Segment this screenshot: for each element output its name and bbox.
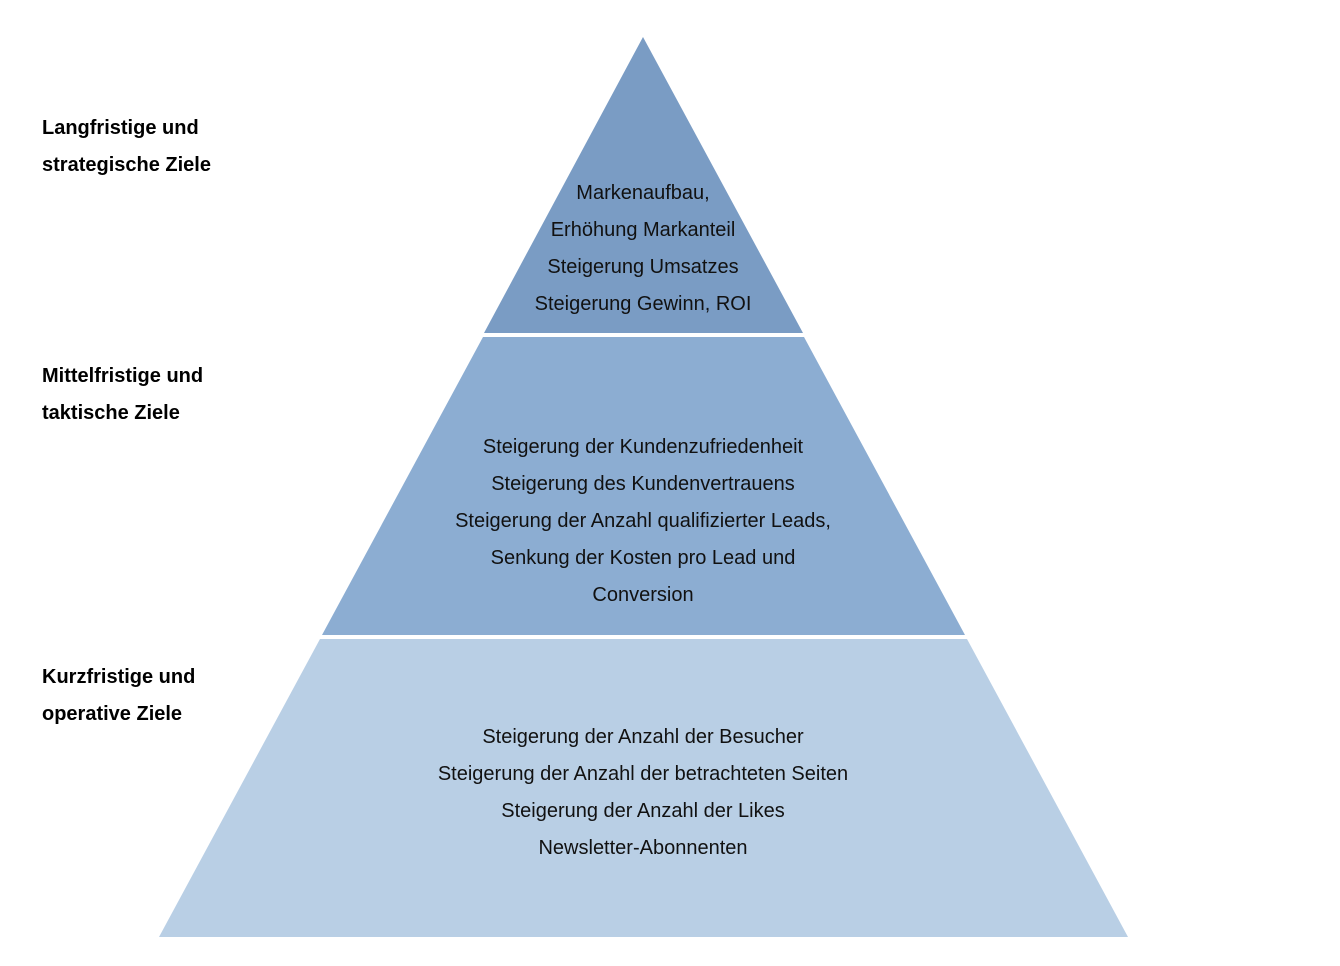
tier-bottom-line: Steigerung der Anzahl der betrachteten S… (437, 763, 849, 785)
tier-middle-text: Steigerung der Kundenzufriedenheit Steig… (343, 429, 943, 614)
tier-middle-line: Steigerung der Kundenzufriedenheit (482, 436, 804, 458)
pyramid-tier-top (484, 37, 803, 333)
tier-top-line: Steigerung Gewinn, ROI (534, 293, 752, 315)
label-short-term-line-2: operative Ziele (42, 703, 183, 725)
pyramid-tier-middle (322, 337, 965, 635)
label-mid-term-line-1: Mittelfristige und (42, 365, 204, 387)
label-mid-term: Mittelfristige und taktische Ziele (42, 358, 282, 432)
label-mid-term-line-2: taktische Ziele (42, 402, 180, 424)
tier-top-text: Markenaufbau, Erhöhung Markanteil Steige… (343, 175, 943, 323)
tier-middle-line: Steigerung des Kundenvertrauens (491, 473, 795, 495)
tier-top-line: Steigerung Umsatzes (547, 256, 739, 278)
tier-middle-line: Senkung der Kosten pro Lead und (490, 547, 796, 569)
label-long-term: Langfristige und strategische Ziele (42, 110, 282, 184)
label-short-term-line-1: Kurzfristige und (42, 666, 196, 688)
label-long-term-line-1: Langfristige und (42, 117, 199, 139)
pyramid-tier-bottom (159, 639, 1128, 937)
tier-middle-line: Steigerung der Anzahl qualifizierter Lea… (455, 510, 831, 532)
tier-bottom-line: Steigerung der Anzahl der Likes (501, 800, 785, 822)
tier-top-line: Erhöhung Markanteil (550, 219, 736, 241)
tier-bottom-line: Newsletter-Abonnenten (538, 837, 748, 859)
label-long-term-line-2: strategische Ziele (42, 154, 211, 176)
tier-bottom-text: Steigerung der Anzahl der Besucher Steig… (343, 719, 943, 867)
tier-top-line: Markenaufbau, (576, 182, 710, 204)
tier-bottom-line: Steigerung der Anzahl der Besucher (482, 726, 804, 748)
label-short-term: Kurzfristige und operative Ziele (42, 659, 282, 733)
tier-middle-line: Conversion (592, 584, 694, 606)
